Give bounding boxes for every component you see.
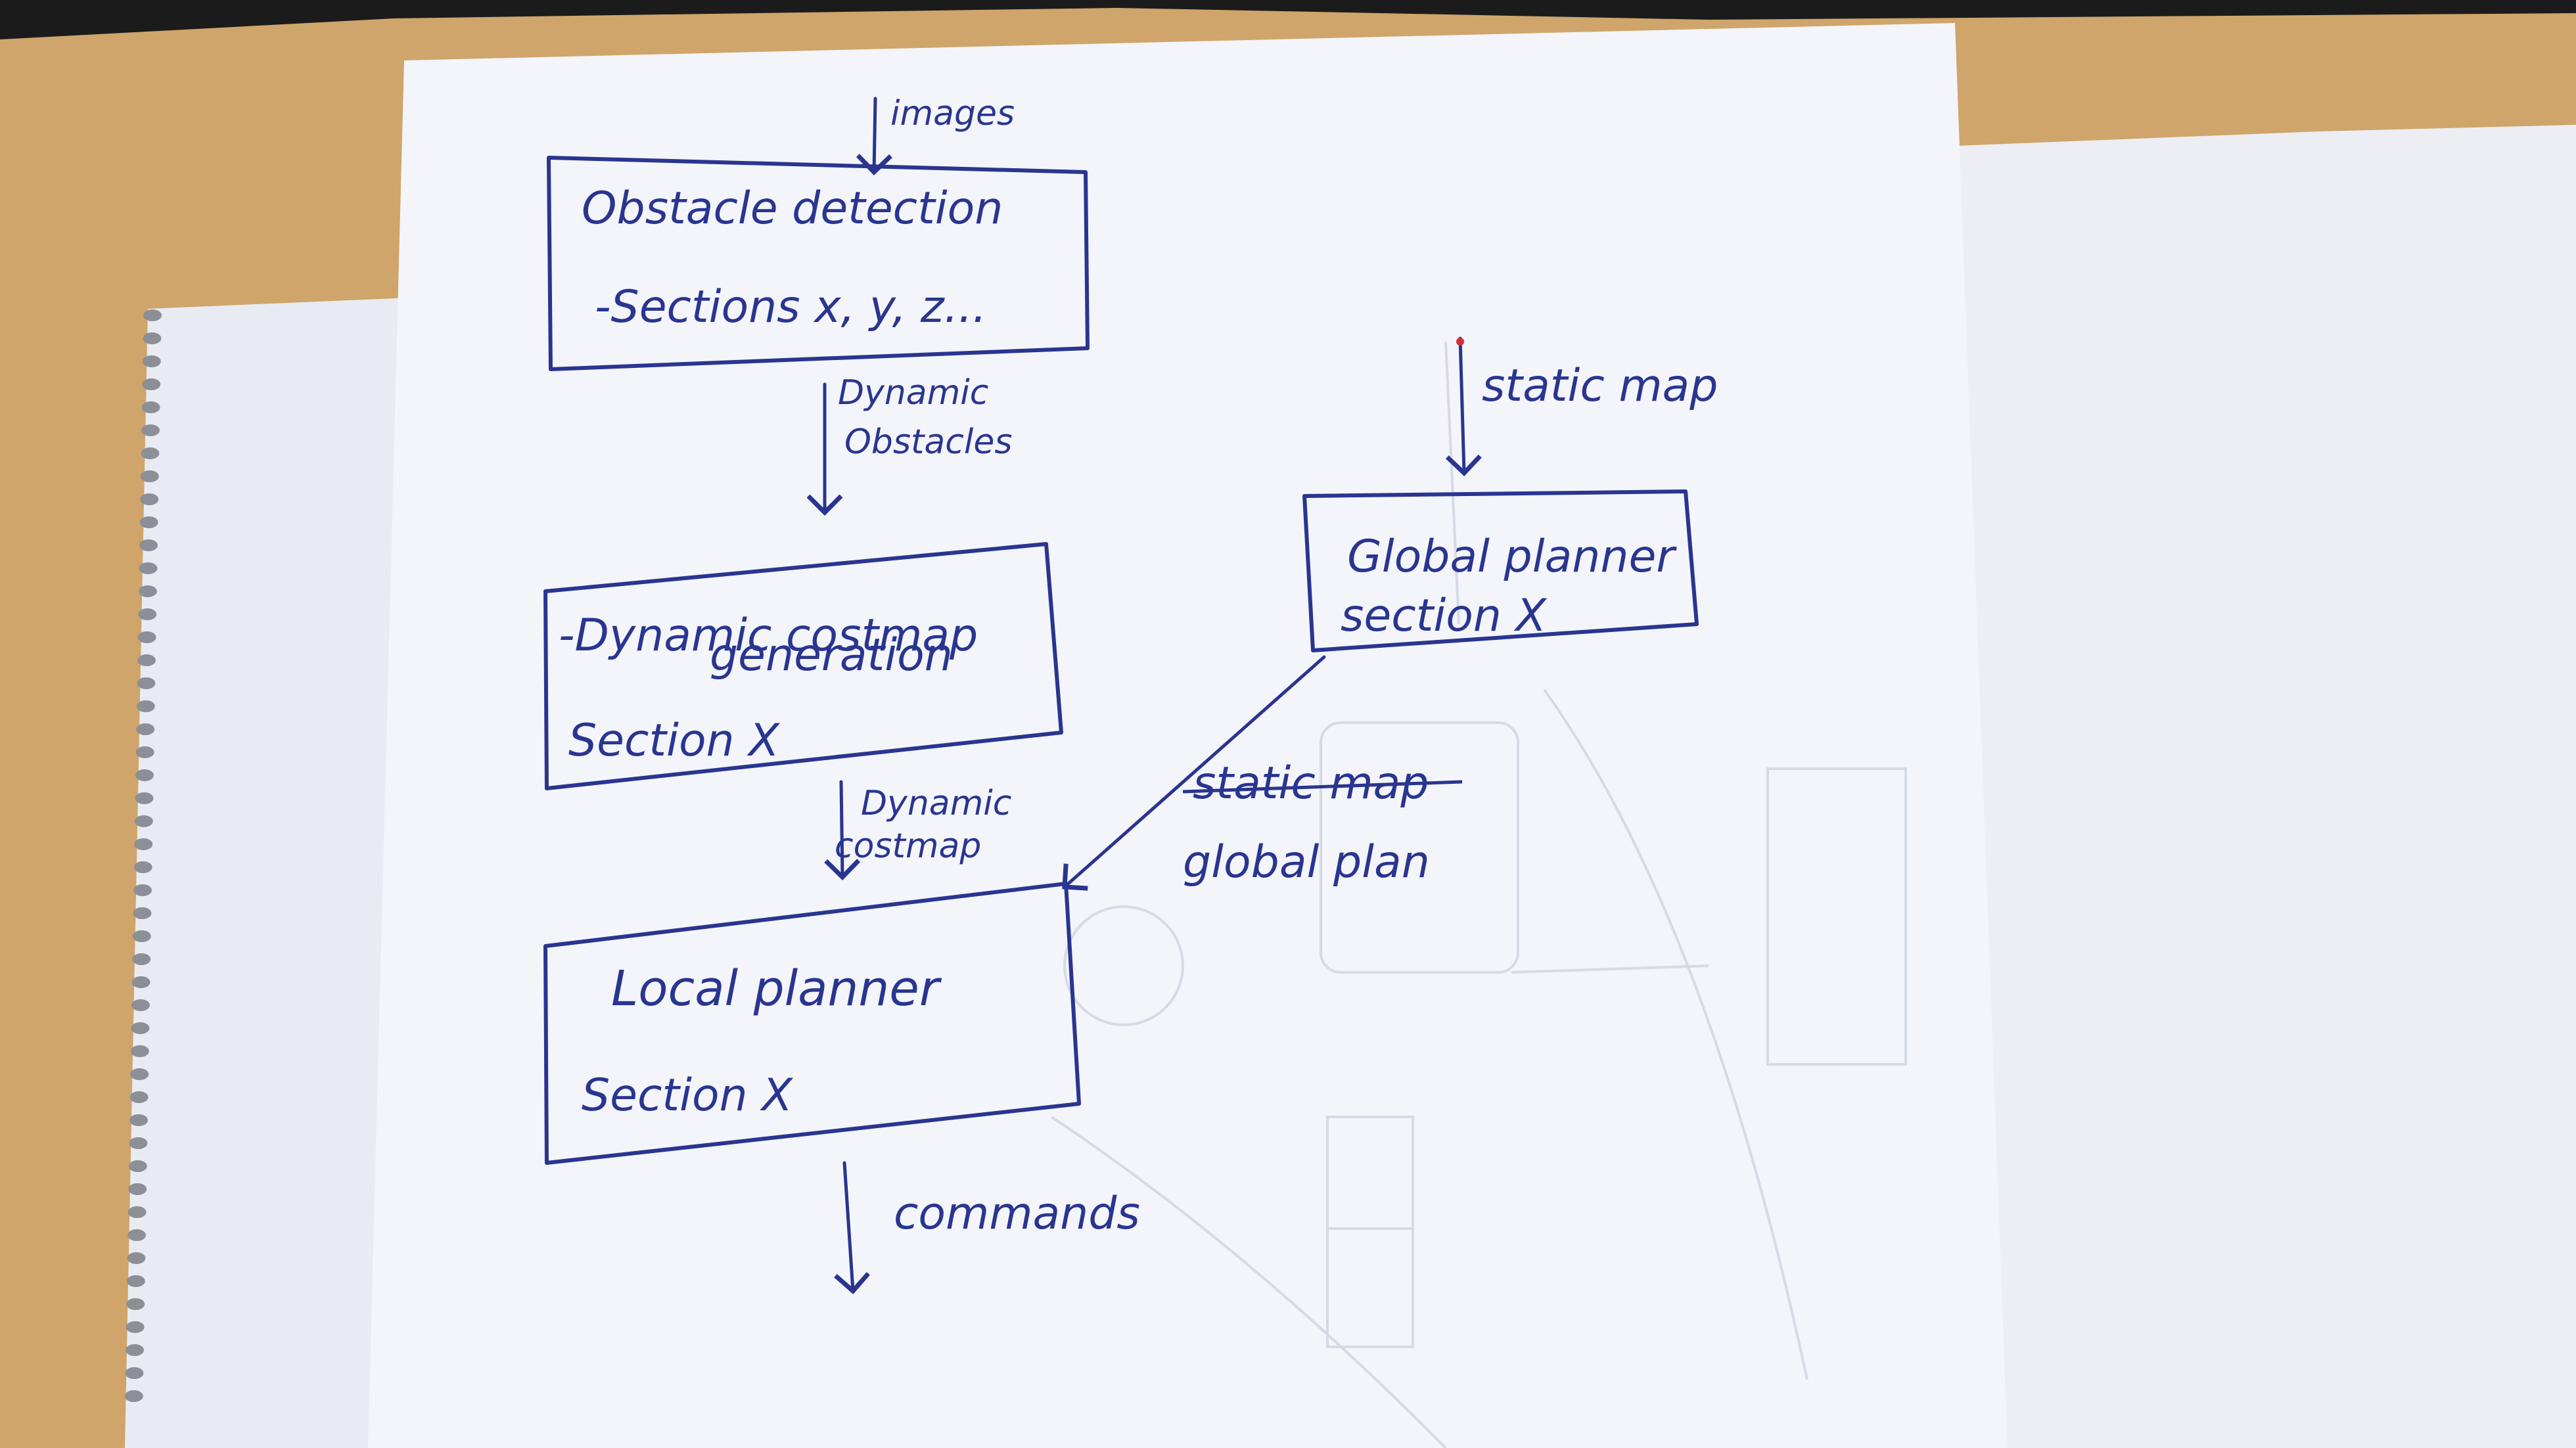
spiral-hole xyxy=(132,953,151,965)
spiral-hole xyxy=(133,861,152,873)
main-paper-sheet xyxy=(368,23,2008,1448)
global-plan-arrow xyxy=(1062,655,1326,891)
spiral-hole xyxy=(142,355,161,367)
dynamic-costmap-title-line2: generation xyxy=(710,629,953,681)
spiral-hole xyxy=(139,516,158,528)
spiral-hole xyxy=(131,976,150,988)
strikethrough-line xyxy=(1182,780,1463,794)
spiral-hole xyxy=(126,1344,144,1356)
spiral-hole xyxy=(133,907,152,919)
spiral-hole xyxy=(128,1183,147,1195)
local-planner-section: Section X xyxy=(582,1070,793,1121)
global-planner-section: section X xyxy=(1341,590,1548,642)
spiral-hole xyxy=(137,631,156,643)
spiral-hole xyxy=(135,746,154,758)
spiral-hole xyxy=(129,1091,149,1103)
spiral-hole xyxy=(127,1229,146,1241)
spiral-hole xyxy=(141,447,160,459)
spiral-hole xyxy=(126,1275,145,1287)
dynamic-costmap-arrow xyxy=(824,780,861,880)
spiral-hole xyxy=(141,401,160,413)
dynamic-costmap-generation-box xyxy=(543,542,1063,790)
spiral-hole xyxy=(125,1367,144,1379)
obstacle-detection-detail: -Sections x, y, z... xyxy=(595,281,986,333)
spiral-hole xyxy=(129,1137,148,1149)
back-paper-right xyxy=(1906,125,2576,1448)
global-planner-box xyxy=(1302,489,1699,652)
spiral-hole xyxy=(130,1068,149,1080)
spiral-hole xyxy=(142,378,161,390)
spiral-hole xyxy=(128,1160,147,1172)
spiral-hole xyxy=(130,1045,149,1057)
spiral-hole xyxy=(140,470,159,482)
dynamic-costmap-title-line1: -Dynamic costmap xyxy=(559,610,978,662)
spiral-hole xyxy=(134,838,153,850)
spiral-hole xyxy=(136,723,155,735)
spiral-hole xyxy=(131,1022,150,1034)
spiral-hole xyxy=(124,1390,143,1402)
images-input-arrow xyxy=(856,97,892,175)
dynamic-costmap-label-line1: Dynamic xyxy=(861,784,1011,823)
spiral-hole xyxy=(134,815,153,827)
spiral-hole xyxy=(132,930,151,942)
spiral-hole xyxy=(143,332,162,344)
spiral-hole xyxy=(137,677,156,689)
spiral-hole xyxy=(138,608,157,620)
spiral-hole xyxy=(127,1252,146,1264)
spiral-hole xyxy=(143,309,162,321)
global-planner-title: Global planner xyxy=(1347,531,1677,583)
spiral-hole xyxy=(136,700,155,712)
spiral-hole xyxy=(140,493,159,505)
spiral-hole xyxy=(126,1321,145,1333)
obstacle-detection-title: Obstacle detection xyxy=(582,183,1003,235)
spiral-hole xyxy=(135,769,154,781)
spiral-hole xyxy=(131,999,150,1011)
spiral-hole xyxy=(139,562,158,574)
static-map-input-label: static map xyxy=(1482,360,1718,412)
spiral-hole xyxy=(126,1298,145,1310)
spiral-hole xyxy=(133,884,152,896)
dark-object-top xyxy=(0,0,2576,39)
spiral-hole xyxy=(138,585,157,597)
static-map-input-arrow xyxy=(1445,336,1482,476)
red-ink-dot xyxy=(1456,338,1464,346)
spiral-hole xyxy=(127,1206,147,1218)
spiral-hole xyxy=(141,424,160,436)
dynamic-obstacles-label-line2: Obstacles xyxy=(844,422,1012,462)
dynamic-obstacles-label-line1: Dynamic xyxy=(838,373,988,413)
spiral-hole xyxy=(129,1114,148,1126)
spiral-binding xyxy=(124,309,162,1402)
dynamic-costmap-section: Section X xyxy=(568,715,780,767)
faint-pencil-background-sketch xyxy=(1050,341,1907,1448)
commands-label: commands xyxy=(894,1188,1140,1240)
spiral-hole xyxy=(137,654,156,666)
global-plan-label: global plan xyxy=(1183,836,1430,888)
local-planner-title: Local planner xyxy=(611,961,942,1017)
commands-output-arrow xyxy=(834,1161,870,1294)
spiral-hole xyxy=(135,792,154,804)
spiral-hole xyxy=(139,539,158,551)
local-planner-box xyxy=(543,882,1081,1165)
obstacle-detection-box xyxy=(547,156,1090,371)
images-label: images xyxy=(890,94,1015,133)
dynamic-costmap-label-line2: costmap xyxy=(835,826,981,866)
